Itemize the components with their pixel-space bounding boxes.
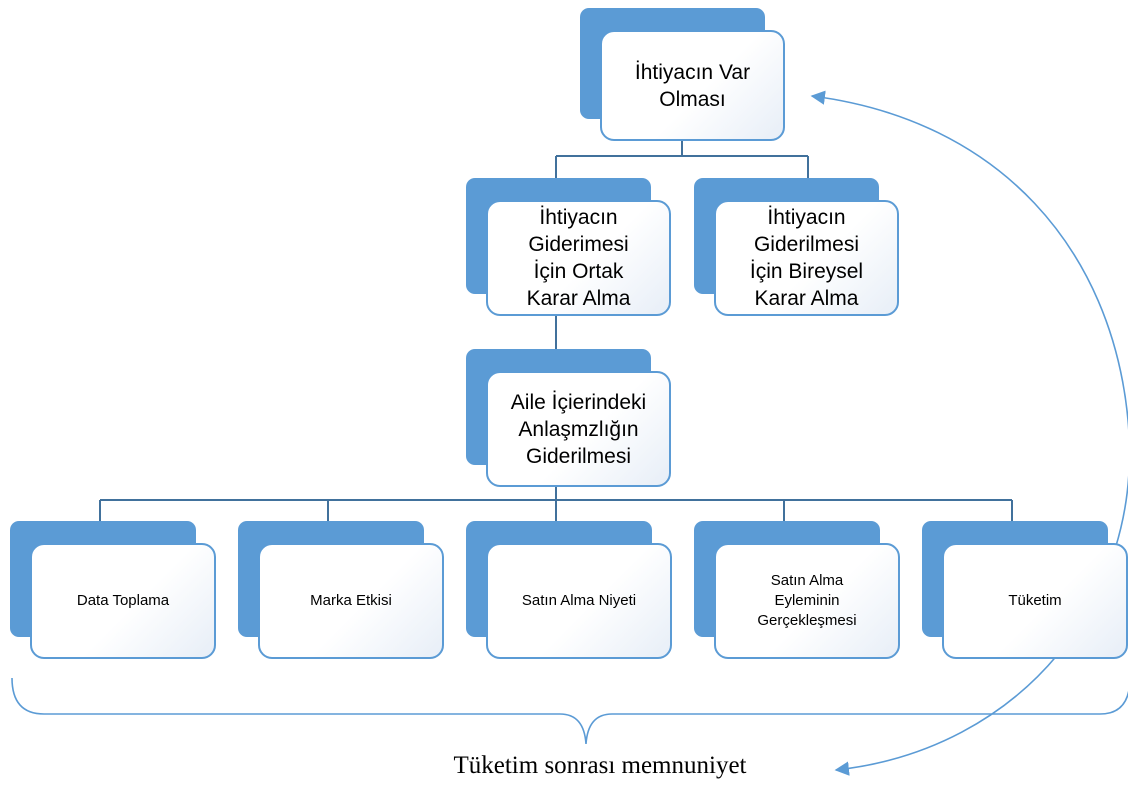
node-individual-decision-label: İhtiyacın Giderilmesi İçin Bireysel Kara… [749,206,864,310]
node-need-exists-label: İhtiyacın Var Olması [634,60,751,111]
node-brand-effect-label: Marka Etkisi [310,592,392,609]
node-purchase-intent: Satın Alma Niyeti [466,521,672,659]
node-need-exists: İhtiyacın Var Olması [580,8,785,141]
node-data-collection: Data Toplama [10,521,216,659]
node-consumption: Tüketim [922,521,1128,659]
node-consumption-label: Tüketim [1008,592,1062,609]
post-consumption-caption: Tüketim sonrası memnuniyet [453,752,747,779]
node-box: İhtiyacın Giderilmesi İçin Bireysel Kara… [714,200,899,316]
node-box: Satın Alma Niyeti [486,543,672,659]
node-conflict-resolution: Aile İçierindeki Anlaşmzlığın Giderilmes… [466,349,671,487]
node-purchase-action-label: Satın Alma Eyleminin Gerçekleşmesi [757,572,857,629]
grouping-brace [11,677,1128,745]
node-joint-decision-label: İhtiyacın Giderimesi İçin Ortak Karar Al… [526,206,631,310]
node-box: İhtiyacın Giderimesi İçin Ortak Karar Al… [486,200,671,316]
node-box: Data Toplama [30,543,216,659]
node-purchase-intent-label: Satın Alma Niyeti [521,592,637,609]
node-individual-decision: İhtiyacın Giderilmesi İçin Bireysel Kara… [694,178,899,316]
node-box: Aile İçierindeki Anlaşmzlığın Giderilmes… [486,371,671,487]
node-brand-effect: Marka Etkisi [238,521,444,659]
feedback-loop-arrow [810,90,1128,776]
node-box: Marka Etkisi [258,543,444,659]
node-box: Satın Alma Eyleminin Gerçekleşmesi [714,543,900,659]
node-joint-decision: İhtiyacın Giderimesi İçin Ortak Karar Al… [466,178,671,316]
node-conflict-resolution-label: Aile İçierindeki Anlaşmzlığın Giderilmes… [510,390,647,468]
node-box: İhtiyacın Var Olması [600,30,785,141]
node-box: Tüketim [942,543,1128,659]
node-data-collection-label: Data Toplama [76,592,170,609]
node-purchase-action: Satın Alma Eyleminin Gerçekleşmesi [694,521,900,659]
